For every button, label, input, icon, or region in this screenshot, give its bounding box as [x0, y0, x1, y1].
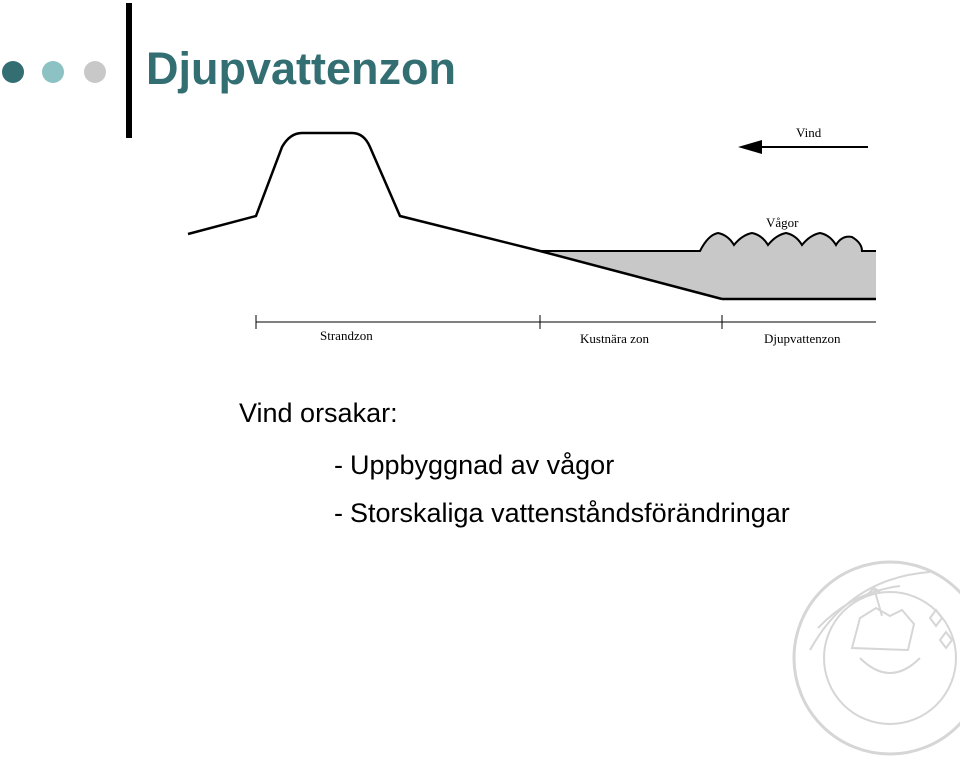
list-item-text: Storskaliga vattenståndsförändringar: [350, 498, 790, 528]
header-divider: [126, 3, 132, 138]
header-dot-dark-icon: [2, 61, 24, 83]
list-item: -Storskaliga vattenståndsförändringar: [334, 498, 790, 529]
zone-label-djupvatten: Djupvattenzon: [764, 331, 841, 346]
wave-surface: [540, 231, 876, 252]
terrain-profile: [187, 131, 723, 301]
zone-label-strandzon: Strandzon: [320, 328, 373, 343]
header-dot-teal-icon: [42, 61, 64, 83]
water-body: [540, 233, 876, 299]
wind-arrow-icon: [738, 140, 762, 154]
list-item-text: Uppbyggnad av vågor: [350, 450, 615, 480]
wind-label: Vind: [796, 125, 822, 140]
page-title: Djupvattenzon: [146, 43, 456, 94]
list-item: -Uppbyggnad av vågor: [334, 450, 614, 481]
list-item-dash: -: [334, 450, 343, 480]
list-item-dash: -: [334, 498, 343, 528]
diagram-background: [172, 103, 890, 356]
zone-label-kustnara: Kustnära zon: [580, 331, 649, 346]
header-dot-gray-icon: [84, 61, 106, 83]
university-seal-icon: [790, 558, 960, 758]
diagram-svg: Vind Vågor Strandzon Kustnära zon Djupva…: [172, 103, 890, 356]
coastal-zone-diagram: Vind Vågor Strandzon Kustnära zon Djupva…: [172, 103, 890, 356]
waves-label: Vågor: [766, 215, 799, 230]
content-heading: Vind orsakar:: [239, 398, 398, 428]
